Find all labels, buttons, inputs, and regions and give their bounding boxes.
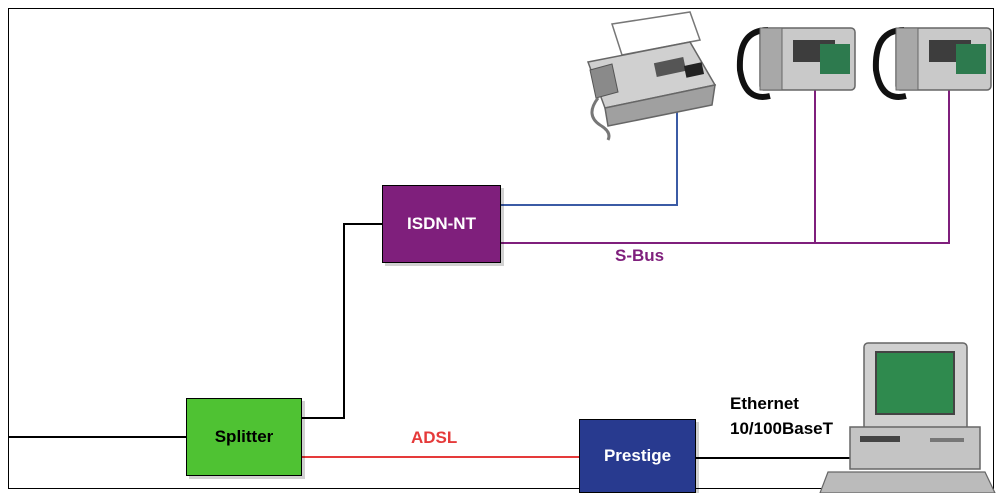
- diagram-frame: [8, 8, 994, 489]
- ethernet-label: Ethernet: [730, 394, 799, 413]
- splitter-label: Splitter: [214, 427, 274, 446]
- s-bus-line: [501, 90, 950, 244]
- ethernet-speed-label: 10/100BaseT: [730, 419, 834, 438]
- prestige-box: Prestige: [579, 419, 696, 493]
- telephone-icon: [736, 27, 856, 100]
- computer-icon: [819, 342, 996, 493]
- isdn-nt-box: ISDN-NT: [382, 185, 501, 263]
- isdn-nt-label: ISDN-NT: [407, 214, 476, 233]
- telephone-icon: [872, 27, 992, 100]
- splitter-to-isdn-line: [302, 223, 382, 419]
- fax-line: [501, 100, 678, 206]
- adsl-label: ADSL: [411, 428, 458, 447]
- fax-machine-icon: [586, 11, 717, 141]
- prestige-label: Prestige: [603, 446, 672, 465]
- splitter-box: Splitter: [186, 398, 302, 476]
- s-bus-label: S-Bus: [615, 246, 665, 265]
